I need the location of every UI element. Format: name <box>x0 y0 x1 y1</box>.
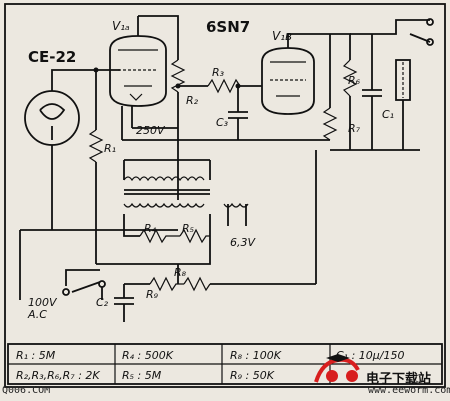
resistor-r7 <box>342 59 358 97</box>
watermark-left: Q006.COM <box>2 385 51 396</box>
resistor-r8 <box>149 276 184 292</box>
table-cell-r1c2: R₉ : 50K <box>230 369 275 382</box>
photocell-ce22 <box>24 90 80 146</box>
table-cell-r1c1: R₅ : 5M <box>122 369 162 382</box>
power-transformer <box>123 176 249 208</box>
diagram-border <box>4 3 446 388</box>
r2-label: R₂ <box>186 94 199 107</box>
r8-label: R₈ <box>174 266 187 279</box>
v1a-label: V₁ₐ <box>112 19 130 33</box>
v63-label: 6,3V <box>230 236 256 249</box>
tube-type-title: 6SN7 <box>206 18 250 36</box>
r5-label: R₅ <box>182 222 194 235</box>
b250-label: 250V <box>136 124 166 137</box>
resistor-r5 <box>179 228 210 244</box>
r3-label: R₃ <box>212 66 225 79</box>
r1-label: R₁ <box>104 142 116 155</box>
resistor-r1 <box>88 129 104 163</box>
r7-label: R₇ <box>348 122 361 135</box>
table-cell-r0c2: R₈ : 100K <box>230 349 282 362</box>
watermark-logo <box>314 354 360 383</box>
relay-coil <box>395 59 411 101</box>
v1b-label: V₁ʙ <box>272 29 292 43</box>
resistor-r9 <box>183 276 211 292</box>
r9-label: R₉ <box>146 288 159 301</box>
table-cell-r0c1: R₄ : 500K <box>122 349 174 362</box>
tube-v1a <box>109 35 167 107</box>
ce22-label: CE-22 <box>28 48 76 66</box>
r4-label: R₄ <box>144 222 157 235</box>
watermark-right: www.eeworm.com <box>368 385 450 396</box>
resistor-r3 <box>207 78 241 94</box>
watermark-logo-text: 电子下载站 <box>366 372 432 387</box>
tube-v1b <box>261 47 315 115</box>
resistor-r2 <box>170 59 186 93</box>
c3-label: C₃ <box>216 116 229 129</box>
ac-label-1: 100V <box>28 296 58 309</box>
c2-label: C₂ <box>96 296 109 309</box>
resistor-r6 <box>322 107 338 141</box>
c1-label: C₁ <box>382 108 394 121</box>
table-cell-r0c3: C₁ : 10μ/150 <box>336 349 405 362</box>
ac-label-2: A.C <box>27 308 47 321</box>
r6-label: R₆ <box>348 74 361 87</box>
table-cell-r1c0: R₂,R₃,R₆,R₇ : 2K <box>16 369 100 382</box>
table-cell-r0c0: R₁ : 5M <box>16 349 56 362</box>
